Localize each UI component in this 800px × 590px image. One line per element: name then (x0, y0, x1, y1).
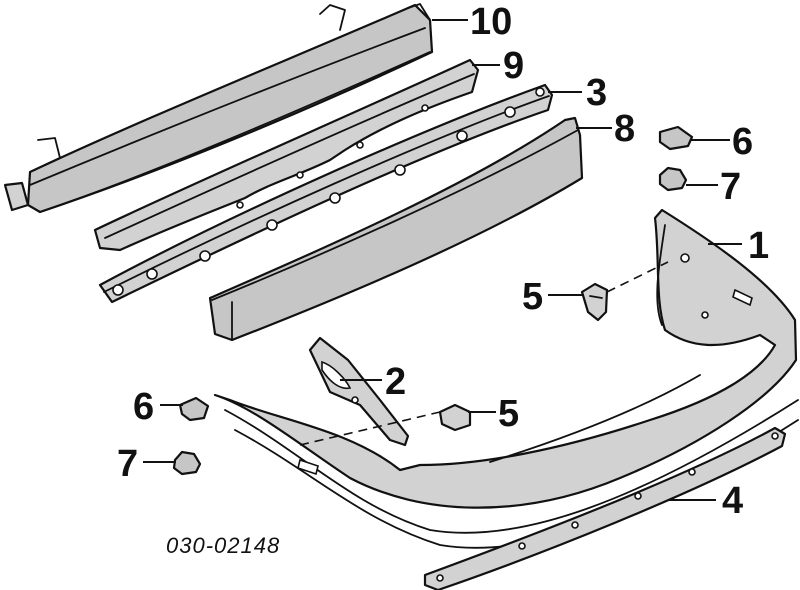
callout-9: 9 (503, 45, 524, 87)
callout-7-right: 7 (720, 166, 741, 208)
nut-right (658, 166, 688, 192)
callout-2: 2 (385, 361, 406, 403)
grommet-right (658, 125, 694, 151)
assembly-line-right (606, 261, 669, 293)
impact-bar (3, 3, 434, 214)
callout-4: 4 (722, 480, 743, 522)
nut-left (172, 450, 202, 476)
callout-7-left: 7 (117, 443, 138, 485)
grommet-left (178, 396, 210, 422)
callout-3: 3 (586, 72, 607, 114)
callout-6-left: 6 (133, 386, 154, 428)
callout-5-center: 5 (522, 276, 543, 318)
energy-absorber (208, 116, 584, 342)
reinforcement-strip (93, 58, 480, 252)
lower-molding (423, 426, 787, 590)
clip-center (580, 282, 609, 322)
upper-retainer (98, 83, 554, 304)
clip-right (438, 403, 472, 432)
drawing-code: 030-02148 (166, 533, 280, 558)
callout-5-right: 5 (498, 393, 519, 435)
callout-1: 1 (748, 225, 769, 267)
assembly-line-left (299, 411, 441, 446)
callout-6-right: 6 (732, 121, 753, 163)
callout-8: 8 (614, 108, 635, 150)
callout-10: 10 (470, 1, 512, 43)
left-bracket (308, 336, 410, 447)
